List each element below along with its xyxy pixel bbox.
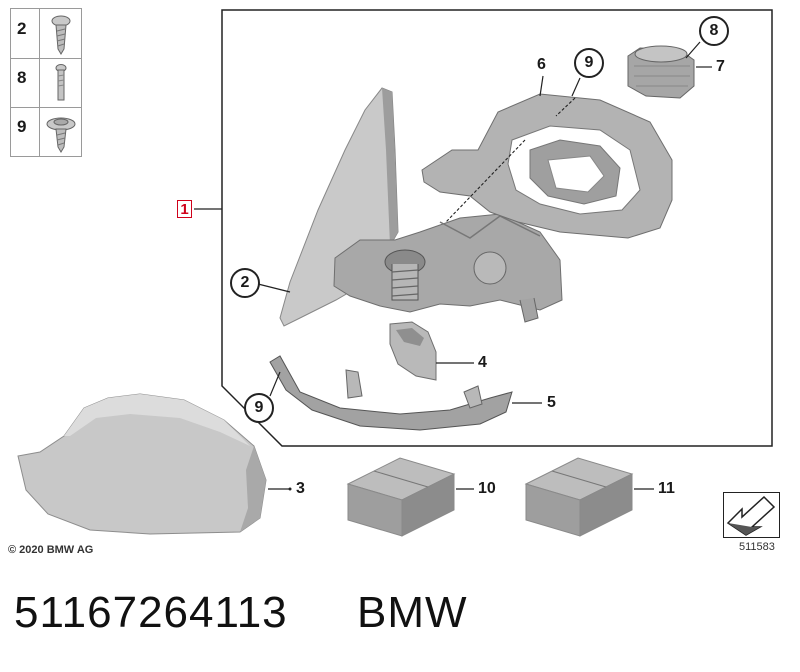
exploded-view-drawing	[17, 9, 773, 537]
legend-row-8[interactable]: 8	[11, 58, 81, 108]
legend-number: 2	[17, 19, 27, 38]
callout-11[interactable]: 11	[658, 480, 675, 497]
callout-5[interactable]: 5	[547, 394, 556, 411]
callout-9-bottom[interactable]: 9	[244, 393, 274, 423]
legend-row-9[interactable]: 9	[11, 107, 81, 156]
callout-9-top[interactable]: 9	[574, 48, 604, 78]
part-number: 51167264113	[14, 588, 288, 637]
cover-cap[interactable]	[389, 321, 437, 381]
legend-number: 8	[17, 68, 27, 87]
copyright-text: © 2020 BMW AG	[8, 544, 94, 556]
mirror-cap[interactable]	[17, 393, 267, 535]
callout-7[interactable]: 7	[716, 58, 725, 75]
leader-arrowheads	[288, 487, 292, 491]
assembly-dashed-lines	[445, 97, 576, 223]
package-box-10[interactable]	[346, 457, 456, 537]
assembly-outline	[221, 9, 773, 447]
trim-strip[interactable]	[269, 355, 513, 431]
mirror-drive-unit[interactable]	[333, 213, 563, 323]
assembly-label[interactable]: 1	[177, 200, 192, 218]
callout-2[interactable]: 2	[230, 268, 260, 298]
package-box-11[interactable]	[524, 457, 634, 537]
legend-number: 9	[17, 117, 27, 136]
legend-divider	[39, 9, 40, 156]
flange-screw-icon	[46, 117, 76, 153]
legend-row-2[interactable]: 2	[11, 9, 81, 59]
brand-name: BMW	[357, 588, 468, 637]
hardware-legend: 2 8 9	[10, 8, 82, 157]
arrow-icon	[726, 495, 776, 536]
callout-8[interactable]: 8	[699, 16, 729, 46]
figure-number: 511583	[739, 541, 775, 553]
pin-screw-icon	[55, 64, 67, 101]
callout-3[interactable]: 3	[296, 480, 305, 497]
callout-6[interactable]: 6	[537, 56, 546, 73]
callout-4[interactable]: 4	[478, 354, 487, 371]
parts-diagram: 2 8 9	[8, 8, 780, 556]
fold-motor[interactable]	[627, 45, 695, 99]
mirror-housing[interactable]	[421, 93, 673, 239]
leader-lines	[257, 41, 712, 490]
navigation-arrow-box[interactable]	[723, 492, 780, 538]
torx-screw-icon	[51, 15, 71, 55]
callout-10[interactable]: 10	[478, 480, 496, 497]
